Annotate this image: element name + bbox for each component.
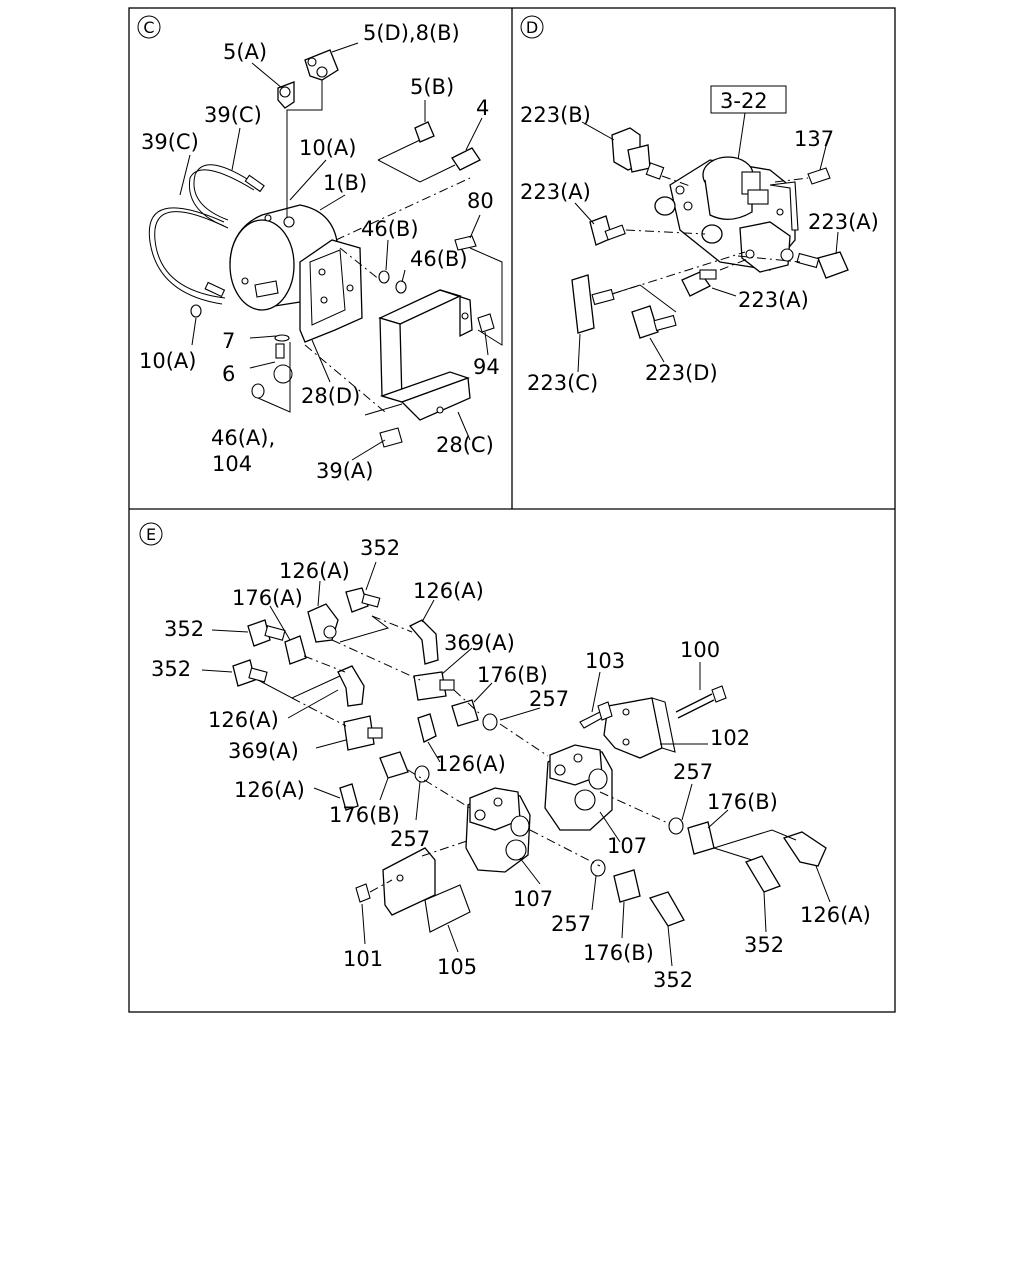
label-352-left-upper: 352 xyxy=(164,617,204,641)
label-46a: 46(A), xyxy=(211,426,275,450)
label-223c: 223(C) xyxy=(527,371,598,395)
panel-d-marker xyxy=(520,15,544,39)
label-39c-top: 39(C) xyxy=(204,103,262,127)
label-223a-right: 223(A) xyxy=(808,210,879,234)
label-176a: 176(A) xyxy=(232,586,303,610)
panel-e-marker xyxy=(139,522,163,546)
ref-box-leader xyxy=(737,112,746,161)
labels-e: 352 126(A) 176(A) 126(A) 352 369(A) 352 … xyxy=(151,536,871,992)
labels-d: 223(B) 137 223(A) 223(A) 223(A) 223(C) 2… xyxy=(520,103,879,395)
label-176b-right: 176(B) xyxy=(707,790,778,814)
label-257-left: 257 xyxy=(390,827,430,851)
label-137: 137 xyxy=(794,127,834,151)
label-105: 105 xyxy=(437,955,477,979)
upper-valve xyxy=(544,744,613,831)
label-223d: 223(D) xyxy=(645,361,718,385)
label-103: 103 xyxy=(585,649,625,673)
label-223a-mid: 223(A) xyxy=(738,288,809,312)
label-352-right: 352 xyxy=(744,933,784,957)
panel-frames xyxy=(128,7,896,1013)
leaders-d xyxy=(574,121,839,373)
tank-bracket xyxy=(299,239,363,343)
label-100: 100 xyxy=(680,638,720,662)
fittings-c xyxy=(190,49,495,448)
label-28c: 28(C) xyxy=(436,433,494,457)
label-10a-top: 10(A) xyxy=(299,136,356,160)
ref-box-frame xyxy=(710,85,787,114)
label-39a: 39(A) xyxy=(316,459,373,483)
label-223b: 223(B) xyxy=(520,103,591,127)
label-1b: 1(B) xyxy=(323,171,367,195)
label-126a-top: 126(A) xyxy=(279,559,350,583)
panel-c: C xyxy=(137,15,503,483)
label-101: 101 xyxy=(343,947,383,971)
bolts-e xyxy=(355,685,727,903)
label-80: 80 xyxy=(467,189,494,213)
label-107-upper: 107 xyxy=(607,834,647,858)
label-369a-upper: 369(A) xyxy=(444,631,515,655)
label-352-left-lower: 352 xyxy=(151,657,191,681)
lower-bracket xyxy=(382,847,471,933)
label-126a-left-low: 126(A) xyxy=(234,778,305,802)
fittings-d xyxy=(571,127,849,339)
label-126a-right: 126(A) xyxy=(800,903,871,927)
label-28d: 28(D) xyxy=(301,384,360,408)
label-107-lower: 107 xyxy=(513,887,553,911)
label-176b-upper: 176(B) xyxy=(477,663,548,687)
support-bracket xyxy=(378,289,473,421)
leaders-c xyxy=(179,42,503,461)
label-4: 4 xyxy=(476,96,489,120)
label-126a-left-mid: 126(A) xyxy=(208,708,279,732)
label-352-top: 352 xyxy=(360,536,400,560)
label-102: 102 xyxy=(710,726,750,750)
label-94: 94 xyxy=(473,355,500,379)
relay-valve xyxy=(654,156,799,273)
label-10a-left: 10(A) xyxy=(139,349,196,373)
label-257-bottom: 257 xyxy=(551,912,591,936)
labels-c: 5(A) 5(D),8(B) 5(B) 4 39(C) 39(C) 10(A) … xyxy=(139,21,500,483)
label-39c-left: 39(C) xyxy=(141,130,199,154)
panel-c-letter: C xyxy=(143,18,154,37)
label-257-upper: 257 xyxy=(529,687,569,711)
label-6: 6 xyxy=(222,362,235,386)
panel-e: E xyxy=(139,522,871,992)
label-104: 104 xyxy=(212,452,252,476)
ref-box-label: 3-22 xyxy=(720,89,768,113)
label-7: 7 xyxy=(222,329,235,353)
panel-e-letter: E xyxy=(146,525,156,544)
label-126a-center: 126(A) xyxy=(435,752,506,776)
fittings-e xyxy=(232,587,827,927)
panel-d-letter: D xyxy=(526,18,538,37)
air-hoses xyxy=(148,164,265,305)
panel-d: D 3-22 xyxy=(520,15,879,395)
label-369a-lower: 369(A) xyxy=(228,739,299,763)
label-257-right: 257 xyxy=(673,760,713,784)
lower-valve xyxy=(465,787,531,873)
label-223a-left: 223(A) xyxy=(520,180,591,204)
label-176b-bottom: 176(B) xyxy=(583,941,654,965)
label-5a: 5(A) xyxy=(223,40,267,64)
leaders-e xyxy=(201,561,831,967)
label-46b-lower: 46(B) xyxy=(410,247,468,271)
label-352-bottom: 352 xyxy=(653,968,693,992)
mounting-bracket xyxy=(603,697,676,759)
panel-c-marker xyxy=(137,15,161,39)
label-46b-upper: 46(B) xyxy=(361,217,419,241)
label-176b-left: 176(B) xyxy=(329,803,400,827)
label-126a-elbow: 126(A) xyxy=(413,579,484,603)
label-5d-8b: 5(D),8(B) xyxy=(363,21,460,45)
label-5b: 5(B) xyxy=(410,75,454,99)
